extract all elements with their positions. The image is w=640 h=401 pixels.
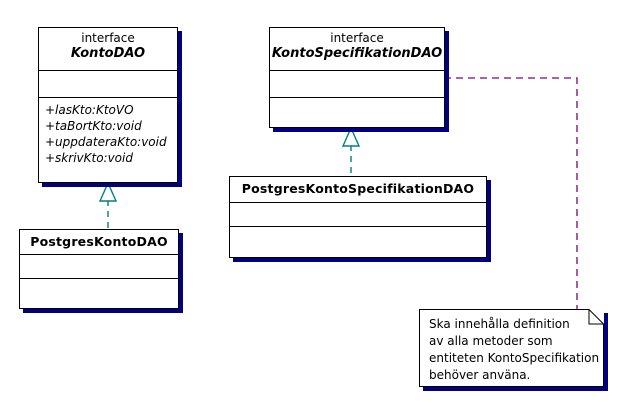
interface-kontospecifikationdao[interactable]: interface KontoSpecifikationDAO: [269, 27, 445, 128]
interface-kontodao-header: interface KontoDAO: [39, 28, 177, 71]
interface-kontodao[interactable]: interface KontoDAO +lasKto:KtoVO +taBort…: [38, 27, 178, 183]
class-name: PostgresKontoSpecifikationDAO: [241, 181, 475, 196]
note-shape: [419, 309, 604, 387]
class-postgreskontospecifikationdao[interactable]: PostgresKontoSpecifikationDAO: [229, 176, 487, 258]
interface-kontospecifikationdao-attributes: [270, 71, 444, 98]
class-postgreskontodao-attributes: [20, 255, 178, 279]
stereotype-label: interface: [81, 31, 135, 45]
method-item: +lasKto:KtoVO: [45, 103, 134, 117]
interface-kontospecifikationdao-methods: [270, 98, 444, 127]
note-text-line: Ska innehålla definition: [429, 317, 570, 331]
connector-realization-kontodao[interactable]: [95, 181, 121, 232]
interface-kontodao-attributes: [39, 71, 177, 98]
connector-realization-kontospecifikationdao[interactable]: [338, 126, 364, 177]
note-box[interactable]: Ska innehålla definition av alla metoder…: [419, 309, 604, 387]
note-text: Ska innehålla definition av alla metoder…: [429, 316, 600, 384]
class-postgreskontospecifikationdao-methods: [230, 227, 486, 257]
note-text-line: behöver använa.: [429, 368, 531, 382]
class-name: PostgresKontoDAO: [30, 234, 168, 249]
class-postgreskontodao-methods: [20, 279, 178, 308]
connector-note-anchor[interactable]: [444, 76, 590, 310]
class-postgreskontospecifikationdao-header: PostgresKontoSpecifikationDAO: [230, 177, 486, 203]
note-text-line: av alla metoder som: [429, 334, 553, 348]
method-item: +uppdateraKto:void: [45, 135, 167, 149]
note-text-line: entiteten KontoSpecifikation: [429, 351, 600, 365]
class-postgreskontospecifikationdao-attributes: [230, 203, 486, 227]
method-item: +skrivKto:void: [45, 151, 133, 165]
interface-name: KontoDAO: [70, 46, 146, 61]
interface-name: KontoSpecifikationDAO: [271, 46, 443, 61]
interface-kontospecifikationdao-header: interface KontoSpecifikationDAO: [270, 28, 444, 71]
method-item: +taBortKto:void: [45, 119, 142, 133]
class-postgreskontodao[interactable]: PostgresKontoDAO: [19, 229, 179, 309]
stereotype-label: interface: [330, 31, 384, 45]
class-postgreskontodao-header: PostgresKontoDAO: [20, 230, 178, 255]
interface-kontodao-methods: +lasKto:KtoVO +taBortKto:void +uppdatera…: [39, 98, 177, 182]
